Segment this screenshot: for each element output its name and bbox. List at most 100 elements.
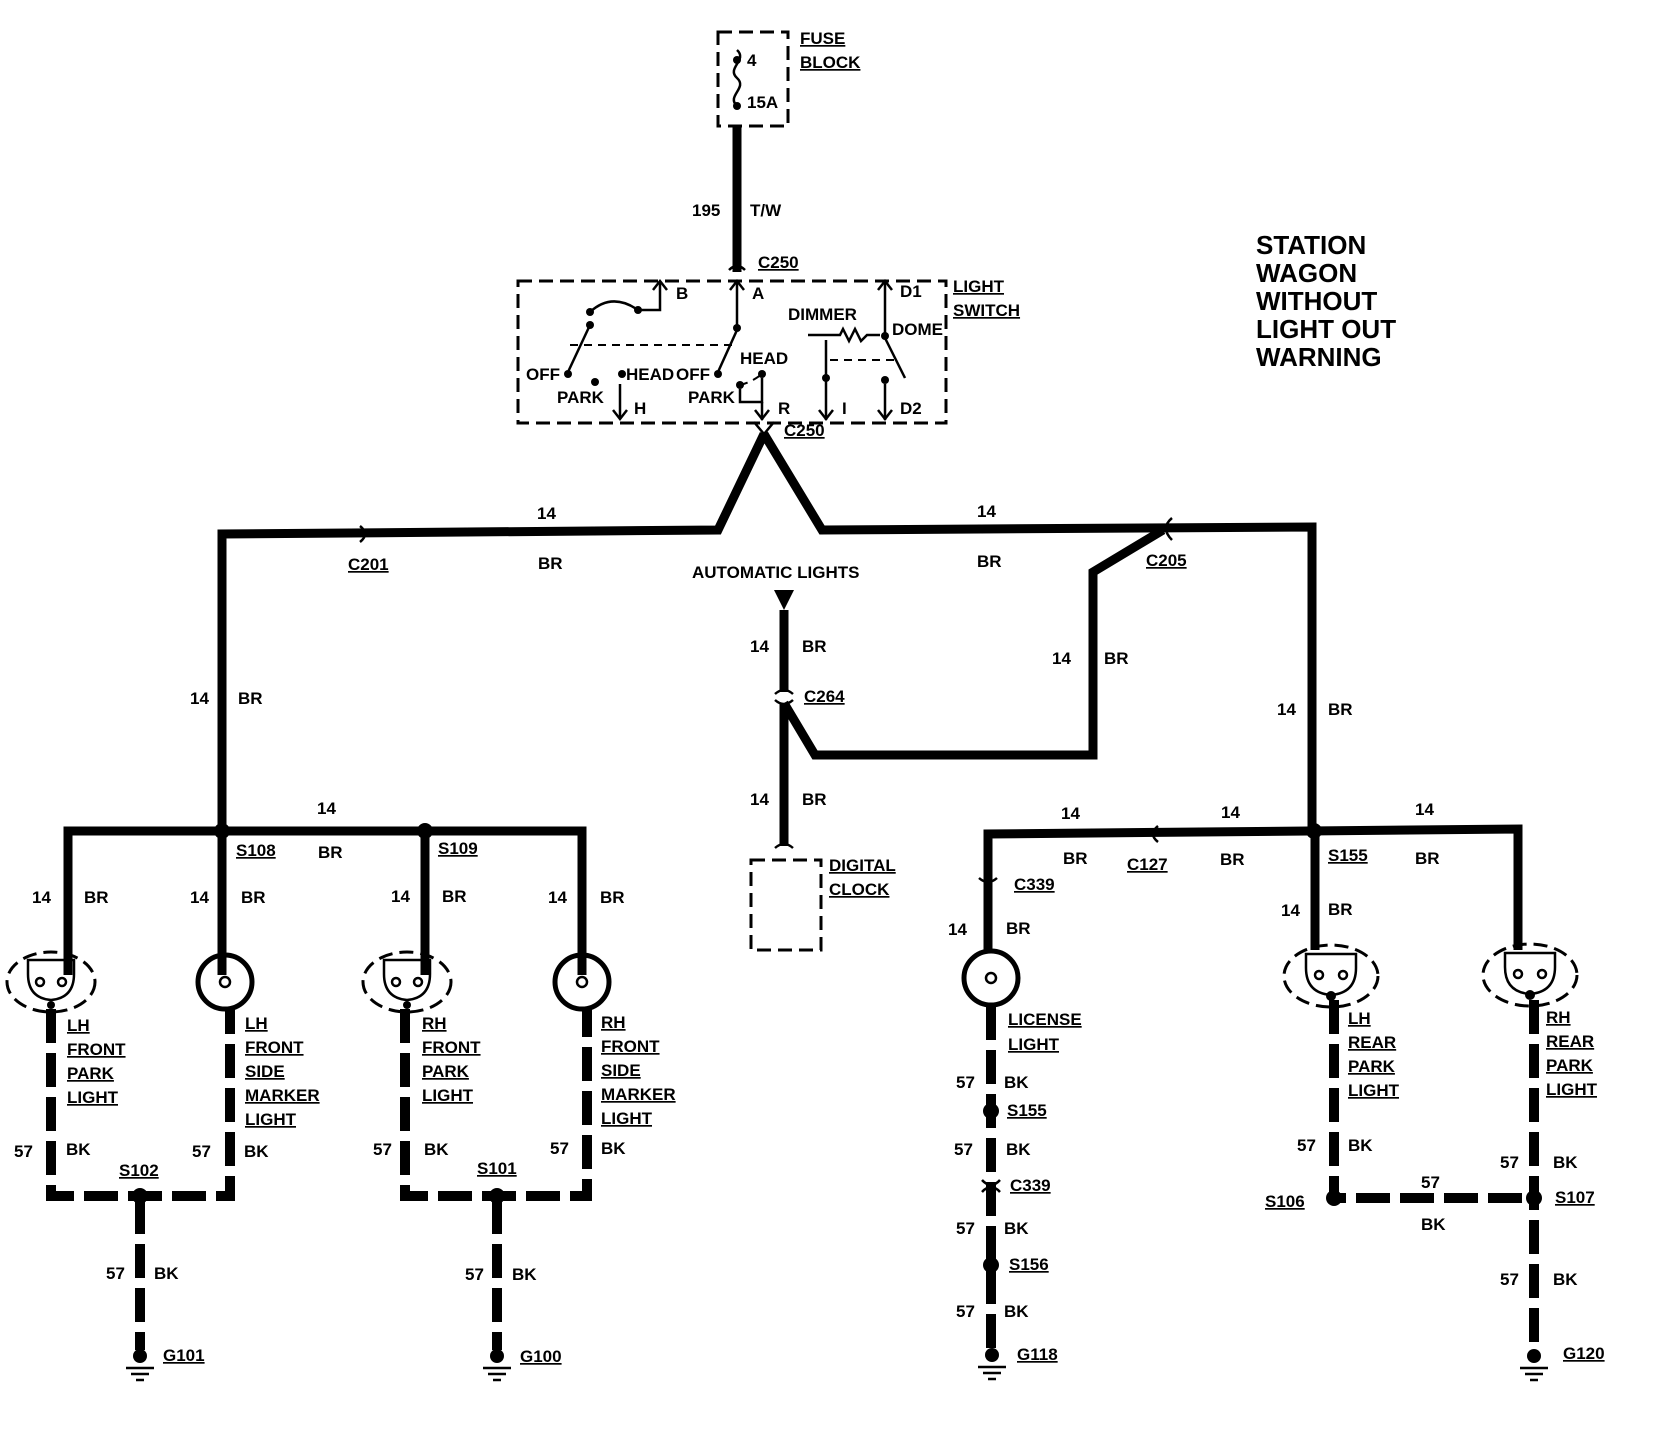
lh-side-marker-filament (218, 975, 232, 989)
wire-lhrp-gnd-num: 57 (1297, 1136, 1316, 1155)
wire-right-vert-color: BR (1328, 700, 1353, 719)
wire-front-bus-num: 14 (317, 799, 336, 818)
wire-s106-s107-num: 57 (1421, 1173, 1440, 1192)
lh-front-park-terminal (47, 1001, 55, 1009)
rh-side-marker-label-3: SIDE (601, 1061, 641, 1080)
splice-s156-label: S156 (1009, 1255, 1049, 1274)
title-line-3: WITHOUT (1256, 286, 1377, 316)
rh-side-marker-label-5: LIGHT (601, 1109, 653, 1128)
wire-right-top-num: 14 (977, 502, 996, 521)
lh-front-park-filament-2 (56, 976, 68, 988)
light-switch-outline (516, 279, 948, 425)
lh-rear-park-filament-1 (1313, 969, 1325, 981)
pos-park-1: PARK (557, 388, 605, 407)
ground-g120-label: G120 (1563, 1344, 1605, 1363)
wire-auto-num: 14 (750, 637, 769, 656)
lh-front-park-label-1: LH (67, 1016, 90, 1035)
automatic-lights-label: AUTOMATIC LIGHTS (692, 563, 859, 582)
wire-lic-gnd-4-color: BK (1004, 1302, 1029, 1321)
rh-rear-park-light (1481, 942, 1579, 1008)
wire-rhsm-gnd-color: BK (601, 1139, 626, 1158)
switch-link-2 (739, 373, 763, 386)
wire-rhfp-gnd-num: 57 (373, 1140, 392, 1159)
license-light (961, 948, 1021, 1008)
wire-lic-gnd-3-num: 57 (956, 1219, 975, 1238)
rh-rear-park-bulb (1503, 951, 1557, 996)
diagram-title: STATION WAGON WITHOUT LIGHT OUT WARNING (1256, 230, 1396, 372)
lh-side-marker-label-3: SIDE (245, 1062, 285, 1081)
ground-g100-label: G100 (520, 1347, 562, 1366)
ground-g120-dot (1527, 1349, 1541, 1363)
terminal-h-label: H (634, 399, 646, 418)
rh-rear-park-label-1: RH (1546, 1008, 1571, 1027)
wire-lic-gnd-2-color: BK (1006, 1140, 1031, 1159)
rh-front-park-filament-1 (390, 976, 402, 988)
lh-rear-park-filament-2 (1337, 969, 1349, 981)
lh-front-park-label-2: FRONT (67, 1040, 126, 1059)
splice-s155-rear-dot (1306, 823, 1322, 839)
wire-rear-bus-1-num: 14 (1061, 804, 1080, 823)
pos-head-2: HEAD (740, 349, 788, 368)
rh-front-park-housing (361, 950, 453, 1014)
splice-s155-gnd-label: S155 (1007, 1101, 1047, 1120)
lh-rear-park-label-3: PARK (1348, 1057, 1396, 1076)
title-line-4: LIGHT OUT (1256, 314, 1396, 344)
terminal-i-arrow (818, 409, 834, 422)
switch-head-dot (618, 370, 626, 378)
splice-s107-label: S107 (1555, 1188, 1595, 1207)
wire-lhsm-num: 14 (190, 888, 209, 907)
ground-g100: G100 (483, 1347, 562, 1382)
switch-head2-dot (758, 370, 766, 378)
c339-bottom-symbol-2 (981, 1185, 1001, 1193)
terminal-b-arrow (652, 278, 668, 291)
rh-rear-park-filament-2 (1536, 968, 1548, 980)
wire-clock-num: 14 (750, 790, 769, 809)
wire-c205-color: BR (1104, 649, 1129, 668)
splice-s101-label: S101 (477, 1159, 517, 1178)
wire-g100-num: 57 (465, 1265, 484, 1284)
splice-s156-dot (983, 1257, 999, 1273)
c250-top-connector-symbol (728, 264, 746, 271)
wire-license-num: 14 (948, 920, 967, 939)
dome-pivot (881, 332, 889, 340)
ground-g100-dot (490, 1349, 504, 1363)
rh-front-park-light (361, 950, 453, 1014)
splice-s109-dot (417, 823, 433, 839)
rh-side-marker-label-2: FRONT (601, 1037, 660, 1056)
dimmer-label: DIMMER (788, 305, 857, 324)
wire-lic-gnd-4-num: 57 (956, 1302, 975, 1321)
c205-symbol (1164, 517, 1173, 541)
wire-right-top-color: BR (977, 552, 1002, 571)
dome-contact-dot (881, 376, 889, 384)
lh-front-park-filament-1 (34, 976, 46, 988)
light-switch: LIGHT SWITCH B OFF PARK HEAD H A OFF PAR… (516, 277, 1020, 425)
rh-front-park-bulb (382, 958, 432, 1002)
lh-front-park-housing (5, 950, 97, 1014)
lh-rear-park-label-2: REAR (1348, 1033, 1396, 1052)
digital-clock-label-2: CLOCK (829, 880, 890, 899)
rh-side-marker-label-1: RH (601, 1013, 626, 1032)
splice-s107-dot (1526, 1190, 1542, 1206)
dome-label: DOME (892, 320, 943, 339)
wire-rhrp-gnd-color: BK (1553, 1153, 1578, 1172)
lh-front-park-light (5, 950, 97, 1014)
switch-b-contact (589, 283, 662, 313)
terminal-h-arrow (612, 409, 628, 422)
ground-g118: G118 (978, 1345, 1058, 1381)
title-line-5: WARNING (1256, 342, 1382, 372)
wire-lhfp-gnd-num: 57 (14, 1142, 33, 1161)
wire-lhfp-gnd-color: BK (66, 1140, 91, 1159)
wire-s106-s107-color: BK (1421, 1215, 1446, 1234)
dome-blade (883, 337, 907, 379)
fuse-terminal-top (733, 56, 741, 64)
feed-color: T/W (750, 201, 782, 220)
rh-side-marker-label-4: MARKER (601, 1085, 676, 1104)
digital-clock-box (749, 858, 823, 952)
wire-g101-color: BK (154, 1264, 179, 1283)
wire-license-color: BR (1006, 919, 1031, 938)
switch-b-pivot (586, 308, 594, 316)
wire-c205-to-c264 (780, 526, 1166, 760)
switch-b-dot (634, 306, 642, 314)
switch-park-blade (566, 324, 592, 373)
wire-lhfp-color: BR (84, 888, 109, 907)
